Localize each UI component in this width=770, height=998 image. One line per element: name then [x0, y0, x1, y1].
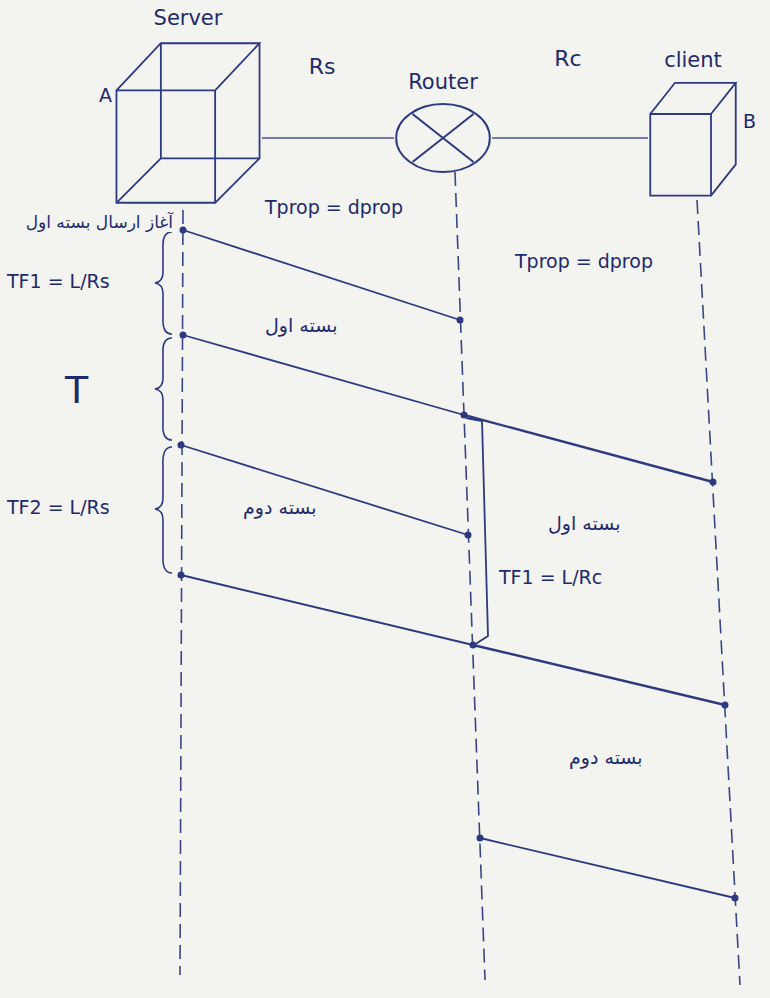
router-circle — [396, 104, 490, 172]
router-cross — [413, 114, 474, 162]
server-timeline — [180, 210, 183, 975]
event-dot — [710, 479, 717, 486]
event-dot — [722, 702, 729, 709]
time-axes — [180, 172, 740, 985]
event-dot — [477, 835, 484, 842]
timing-label: TF1 = L/Rc — [496, 566, 605, 589]
packet-line — [183, 335, 464, 415]
router-outline — [394, 102, 492, 174]
node-title: Router — [394, 70, 492, 94]
link-line — [262, 137, 394, 139]
tx-bracket — [466, 418, 488, 645]
timing-label: B — [740, 110, 759, 133]
event-dot — [732, 895, 739, 902]
packet-line — [181, 445, 468, 535]
link-rate: Rs — [306, 54, 339, 80]
event-dots — [178, 227, 739, 902]
client-timeline — [697, 200, 740, 985]
packet-note: بسته دوم — [240, 496, 320, 519]
node-title: Server — [114, 6, 262, 30]
host-box: client — [648, 48, 738, 198]
packet-note: بسته اول — [545, 512, 623, 535]
timing-label: TF1 = L/Rs — [4, 270, 113, 293]
packet-line — [464, 415, 713, 482]
event-dot — [461, 412, 468, 419]
packet-line — [473, 645, 725, 705]
event-dot — [180, 332, 187, 339]
packet-line — [480, 838, 735, 898]
router-timeline — [455, 172, 485, 980]
event-dot — [465, 532, 472, 539]
cube-outline — [650, 83, 736, 196]
brace — [155, 338, 172, 440]
link-line — [492, 137, 648, 139]
host-outline — [648, 78, 738, 198]
packet-line — [183, 230, 460, 320]
packet-line — [181, 575, 473, 645]
braces — [155, 232, 172, 573]
link-rate: Rc — [551, 46, 584, 72]
timing-label: T — [62, 368, 91, 414]
packet-note: بسته اول — [262, 314, 340, 337]
timing-label: A — [96, 84, 115, 107]
event-dot — [178, 572, 185, 579]
event-dot — [457, 317, 464, 324]
timing-label: Tprop = dprop — [512, 250, 656, 273]
event-dot — [180, 227, 187, 234]
timing-label: TF2 = L/Rs — [4, 496, 113, 519]
brace — [155, 447, 172, 573]
node-title: client — [648, 48, 738, 72]
event-dot — [178, 442, 185, 449]
host-outline — [114, 38, 262, 208]
event-dot — [470, 642, 477, 649]
router-symbol: Router — [394, 70, 492, 174]
host-box: Server — [114, 6, 262, 208]
brace — [155, 232, 172, 334]
packet-note: بسته دوم — [566, 746, 646, 769]
packet-note: آغاز ارسال بسته اول — [23, 212, 176, 232]
cube-outline — [116, 43, 259, 203]
packet-lines — [181, 230, 735, 898]
timing-label: Tprop = dprop — [262, 196, 406, 219]
